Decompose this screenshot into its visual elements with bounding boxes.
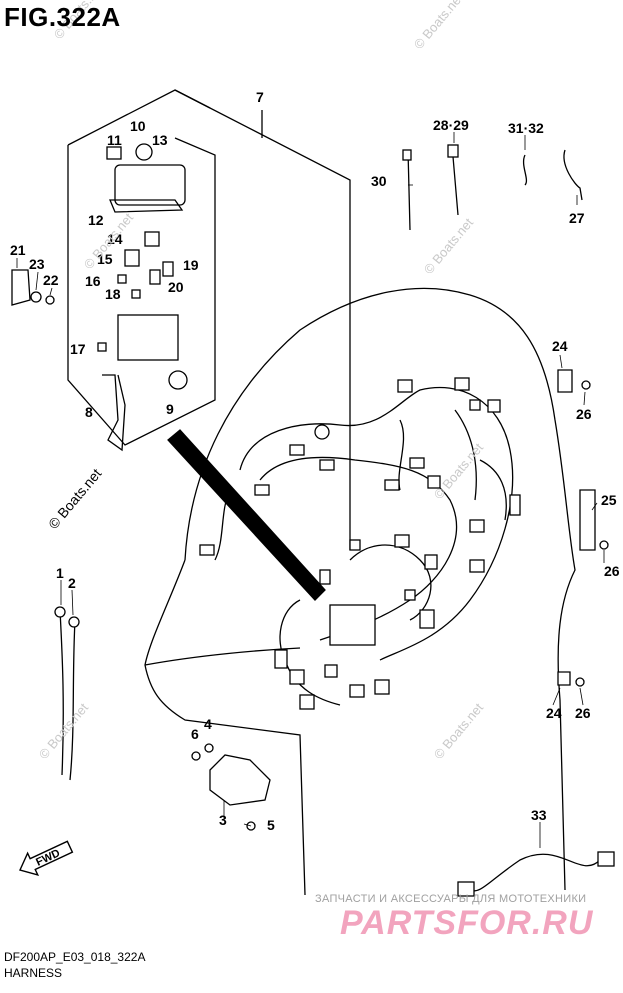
callout-28-29: 28·29 [433,117,469,133]
relay-box [117,314,179,361]
control-box [329,604,376,646]
fwd-arrow-icon: FWD [19,840,74,877]
watermark-5: © Boats.net [431,440,487,502]
fwd-label: FWD [34,847,62,868]
callout-15: 15 [97,251,113,267]
callout-27: 27 [569,210,585,226]
callout-26a: 26 [576,406,592,422]
callout-30: 30 [371,173,387,189]
callout-21: 21 [10,242,26,258]
callout-17: 17 [70,341,86,357]
pointer-arrow [167,429,326,601]
callout-5: 5 [267,817,275,833]
callout-2: 2 [68,575,76,591]
callout-13: 13 [152,132,168,148]
callout-22: 22 [43,272,59,288]
callout-9: 9 [166,401,174,417]
callout-14: 14 [107,231,123,247]
engine-cover-outline [144,287,576,896]
watermark-4: © Boats.net [421,215,477,277]
promo-subtitle: ЗАПЧАСТИ И АКСЕССУАРЫ ДЛЯ МОТОТЕХНИКИ [315,893,587,905]
watermark-main: © Boats.net [45,465,104,532]
callout-23: 23 [29,256,45,272]
callout-16: 16 [85,273,101,289]
fuse-box [114,164,186,206]
section-name: HARNESS [4,966,63,980]
callout-20: 20 [168,279,184,295]
callout-26c: 26 [575,705,591,721]
callout-1: 1 [56,565,64,581]
model-code: DF200AP_E03_018_322A [4,950,146,964]
watermark-2: © Boats.net [411,0,467,52]
callout-10: 10 [130,118,146,134]
callout-11: 11 [107,132,122,148]
figure-title: FIG.322A [4,2,121,32]
callout-19: 19 [183,257,199,273]
callout-24b: 24 [546,705,562,721]
callout-7: 7 [256,89,264,105]
callout-3: 3 [219,812,227,828]
callout-25: 25 [601,492,617,508]
callout-12: 12 [88,212,104,228]
promo-logo: PARTSFOR.RU [340,904,594,942]
callout-6: 6 [191,726,199,742]
callout-18: 18 [105,286,121,302]
callout-24a: 24 [552,338,568,354]
callout-33: 33 [531,807,547,823]
callout-labels: 1 2 3 4 5 6 7 8 9 10 11 12 13 14 15 16 1… [10,89,620,833]
callout-26b: 26 [604,563,620,579]
callout-31-32: 31·32 [508,120,544,136]
callout-8: 8 [85,404,93,420]
callout-4: 4 [204,716,212,732]
watermark-7: © Boats.net [431,700,487,762]
extension-harness [469,853,601,892]
harness-main-loop [239,386,514,661]
